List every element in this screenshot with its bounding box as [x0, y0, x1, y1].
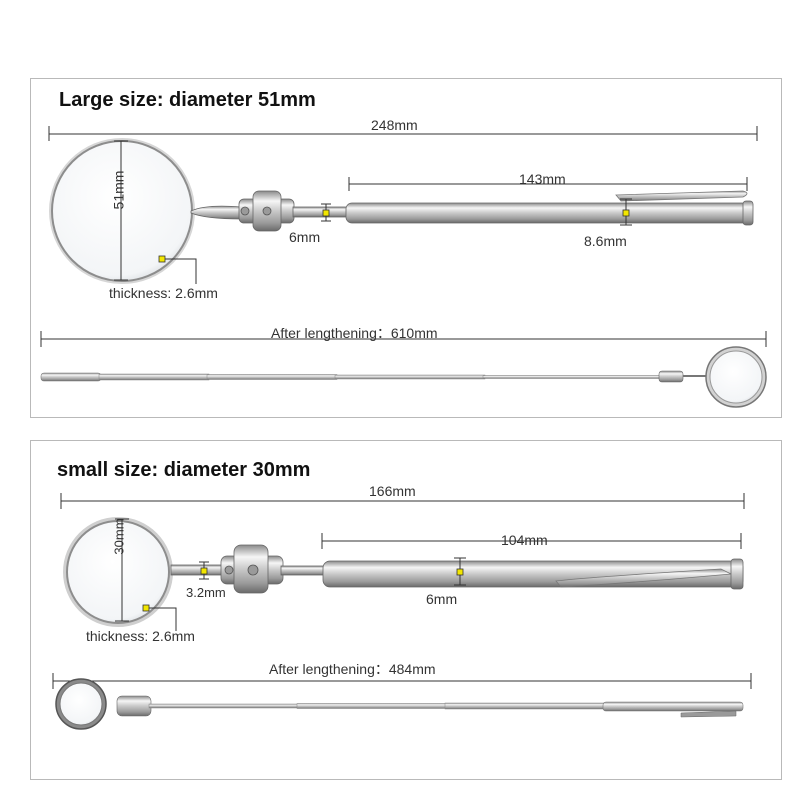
- handle-diameter-dimension: [454, 557, 466, 586]
- neck-diameter-dimension: [199, 561, 209, 580]
- extended-length-dimension: [40, 331, 767, 347]
- handle-length-dimension: [348, 177, 748, 191]
- overall-length-dimension: [60, 493, 745, 509]
- mirror-diameter-label: 51mm: [110, 170, 127, 210]
- large-handle: [345, 190, 754, 226]
- thickness-marker: [142, 604, 177, 631]
- small-extended-tool: [55, 678, 744, 730]
- thickness-marker: [158, 255, 197, 284]
- small-size-title: small size: diameter 30mm: [57, 459, 311, 481]
- handle-diameter-label: 6mm: [426, 591, 458, 607]
- large-extended-tool: [40, 346, 767, 408]
- thickness-label: thickness: 2.6mm: [109, 285, 218, 301]
- extended-length-label: After lengthening：484mm: [269, 661, 436, 677]
- large-diagram: [40, 126, 767, 408]
- small-mirror: [63, 517, 173, 627]
- large-size-title: Large size: diameter 51mm: [59, 89, 316, 111]
- neck-diameter-dimension: [321, 203, 331, 222]
- small-joint: [170, 544, 327, 594]
- large-mirror: [49, 138, 195, 284]
- handle-length-label: 104mm: [501, 532, 548, 548]
- overall-length-dimension: [48, 126, 758, 141]
- neck-diameter-label: 6mm: [289, 229, 321, 245]
- large-joint: [190, 190, 349, 232]
- handle-length-label: 143mm: [519, 171, 566, 187]
- neck-diameter-label: 3.2mm: [186, 585, 226, 600]
- extended-length-dimension: [52, 673, 752, 689]
- small-diagram: [52, 493, 752, 730]
- large-size-panel: Large size: diameter 51mm 248mm 143mm 51…: [30, 78, 782, 418]
- overall-length-label: 166mm: [369, 483, 416, 499]
- thickness-label: thickness: 2.6mm: [86, 628, 195, 644]
- handle-diameter-dimension: [620, 198, 632, 226]
- handle-length-dimension: [321, 533, 742, 549]
- overall-length-label: 248mm: [371, 117, 418, 133]
- extended-length-label: After lengthening：610mm: [271, 325, 438, 341]
- mirror-diameter-label: 30mm: [111, 518, 127, 555]
- small-handle: [322, 558, 744, 590]
- handle-diameter-label: 8.6mm: [584, 233, 627, 249]
- mirror-diameter-dimension: [115, 518, 129, 622]
- small-size-panel: small size: diameter 30mm 166mm 104mm 30…: [30, 440, 782, 780]
- mirror-diameter-dimension: [114, 140, 128, 281]
